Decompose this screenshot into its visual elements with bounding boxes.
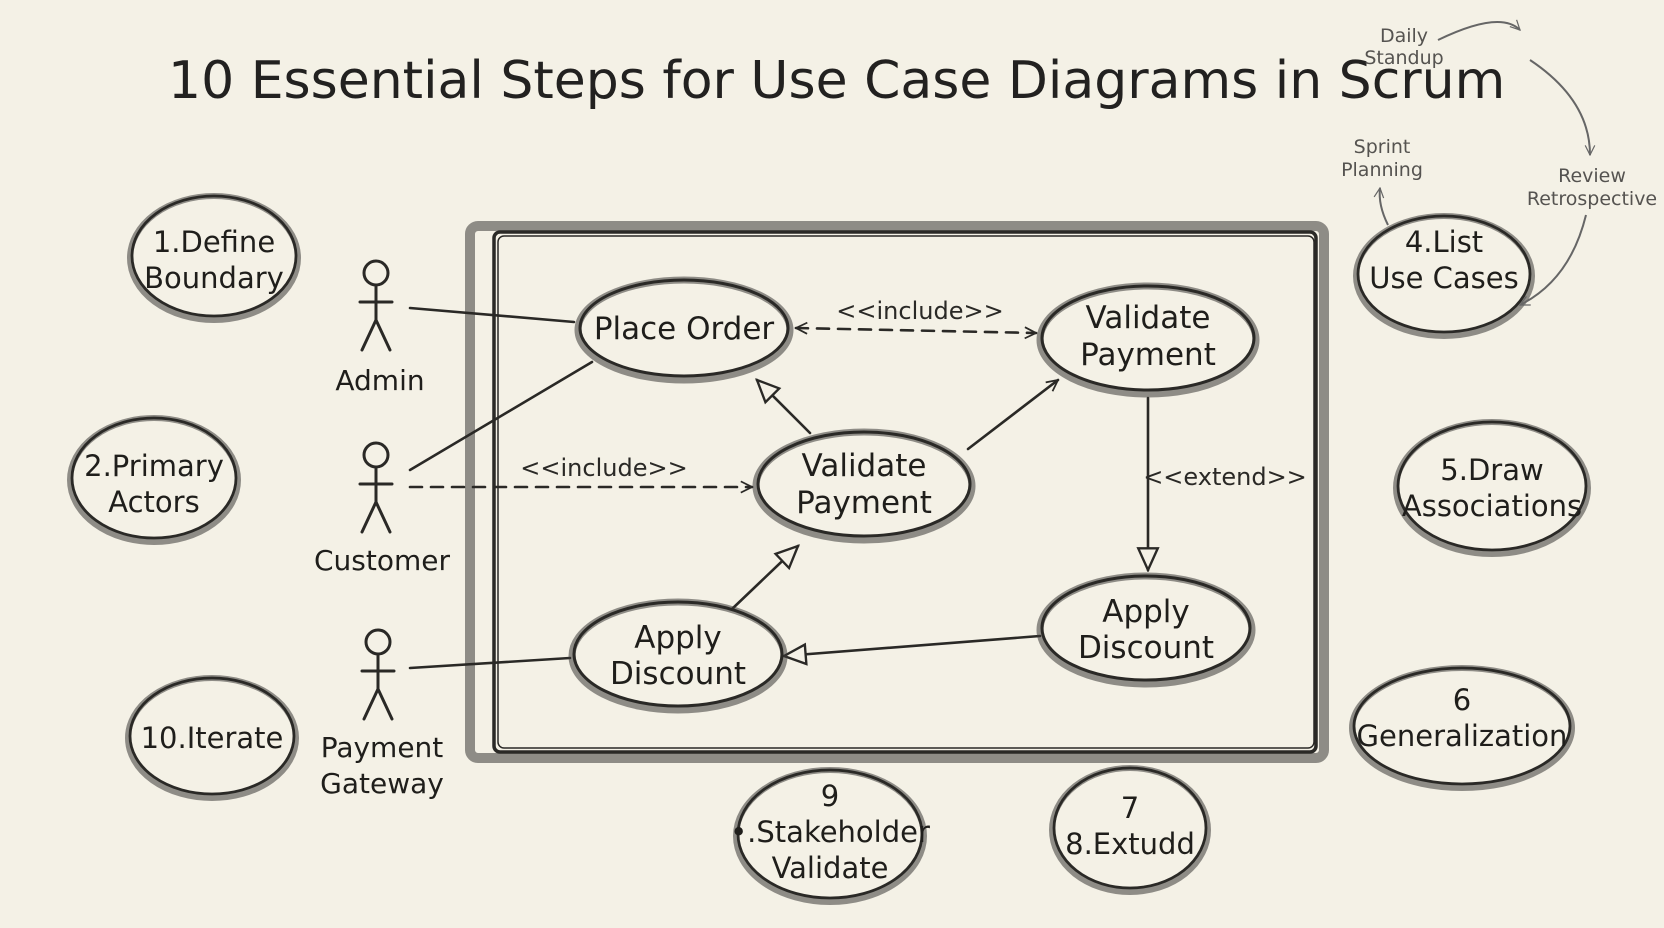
use-case-place-order-label: Place Order (594, 311, 775, 347)
use-case-apply-discount-left: Apply Discount (568, 598, 788, 714)
step-2-bubble: 2.Primary Actors (67, 415, 241, 545)
use-case-validate-payment-mid: Validate Payment (752, 428, 976, 544)
assoc-admin-place-order (408, 306, 576, 324)
include-label-customer: <<include>> (520, 454, 687, 482)
step-9-bubble: 9 •.Stakeholder Validate (730, 767, 930, 905)
generalization-discount-discount (784, 634, 1042, 656)
use-case-validate-payment-top-label-1: Validate (1086, 300, 1211, 336)
use-case-validate-payment-top-label-2: Payment (1080, 337, 1216, 373)
use-case-apply-discount-right-label-2: Discount (1078, 630, 1214, 666)
page-title: 10 Essential Steps for Use Case Diagrams… (168, 51, 1505, 111)
include-place-order-validate (796, 328, 1036, 333)
assoc-validate-validate (966, 378, 1058, 451)
step-4-bubble: 4.List Use Cases (1353, 213, 1535, 339)
step-9-label-3: Validate (772, 851, 889, 885)
step-7-label-2: 8.Extudd (1065, 827, 1195, 861)
actor-admin-label: Admin (335, 364, 424, 397)
relationship-lines (408, 306, 1148, 670)
step-6-bubble: 6 Generalization (1349, 665, 1575, 791)
actor-admin (358, 259, 394, 352)
step-10-label: 10.Iterate (141, 721, 284, 755)
step-2-label-2: Actors (108, 485, 199, 519)
cycle-review-1: Review (1558, 165, 1626, 187)
assoc-customer-place-order (408, 360, 594, 472)
step-1-label-2: Boundary (144, 261, 284, 295)
extend-label: <<extend>> (1143, 463, 1307, 491)
cycle-review-2: Retrospective (1527, 188, 1657, 210)
step-2-label-1: 2.Primary (84, 449, 224, 483)
actor-payment-gateway (360, 628, 396, 721)
use-case-validate-payment-mid-label-2: Payment (796, 485, 932, 521)
use-case-apply-discount-right-label-1: Apply (1102, 594, 1190, 630)
use-case-apply-discount-left-label-1: Apply (634, 620, 722, 656)
step-6-label-1: 6 (1453, 683, 1471, 717)
use-case-validate-payment-mid-label-1: Validate (802, 448, 927, 484)
assoc-gateway-apply-discount (408, 656, 572, 670)
step-4-label-2: Use Cases (1369, 261, 1518, 295)
system-boundary (465, 221, 1329, 763)
actor-customer (358, 441, 394, 534)
step-10-bubble: 10.Iterate (125, 675, 299, 801)
cycle-sprint-planning-2: Planning (1341, 159, 1423, 181)
use-case-validate-payment-top: Validate Payment (1036, 282, 1260, 398)
use-case-apply-discount-right: Apply Discount (1036, 572, 1256, 688)
step-1-label-1: 1.Define (153, 225, 275, 259)
generalization-discount-validate (730, 546, 798, 611)
scrum-cycle: Daily Standup Sprint Planning Review Ret… (1341, 22, 1657, 306)
step-7-label-1: 7 (1121, 791, 1139, 825)
actor-payment-gateway-label-2: Gateway (320, 767, 444, 800)
use-case-apply-discount-left-label-2: Discount (610, 656, 746, 692)
step-9-label-2: •.Stakeholder (730, 815, 930, 849)
cycle-daily-standup-1: Daily (1380, 25, 1428, 47)
generalization-validate-place-order (757, 380, 812, 435)
include-label-top: <<include>> (836, 297, 1003, 325)
cycle-sprint-planning-1: Sprint (1354, 136, 1411, 158)
step-6-label-2: Generalization (1357, 719, 1568, 753)
use-case-place-order: Place Order (574, 276, 794, 384)
step-5-label-1: 5.Draw (1440, 453, 1543, 487)
step-9-label-1: 9 (821, 779, 839, 813)
actor-payment-gateway-label-1: Payment (321, 731, 444, 764)
step-5-bubble: 5.Draw Associations (1393, 419, 1591, 557)
step-5-label-2: Associations (1402, 489, 1582, 523)
cycle-daily-standup-2: Standup (1364, 47, 1443, 69)
step-7-bubble: 7 8.Extudd (1049, 765, 1211, 895)
step-1-bubble: 1.Define Boundary (127, 193, 301, 323)
actor-customer-label: Customer (314, 544, 450, 577)
step-4-label-1: 4.List (1405, 225, 1483, 259)
